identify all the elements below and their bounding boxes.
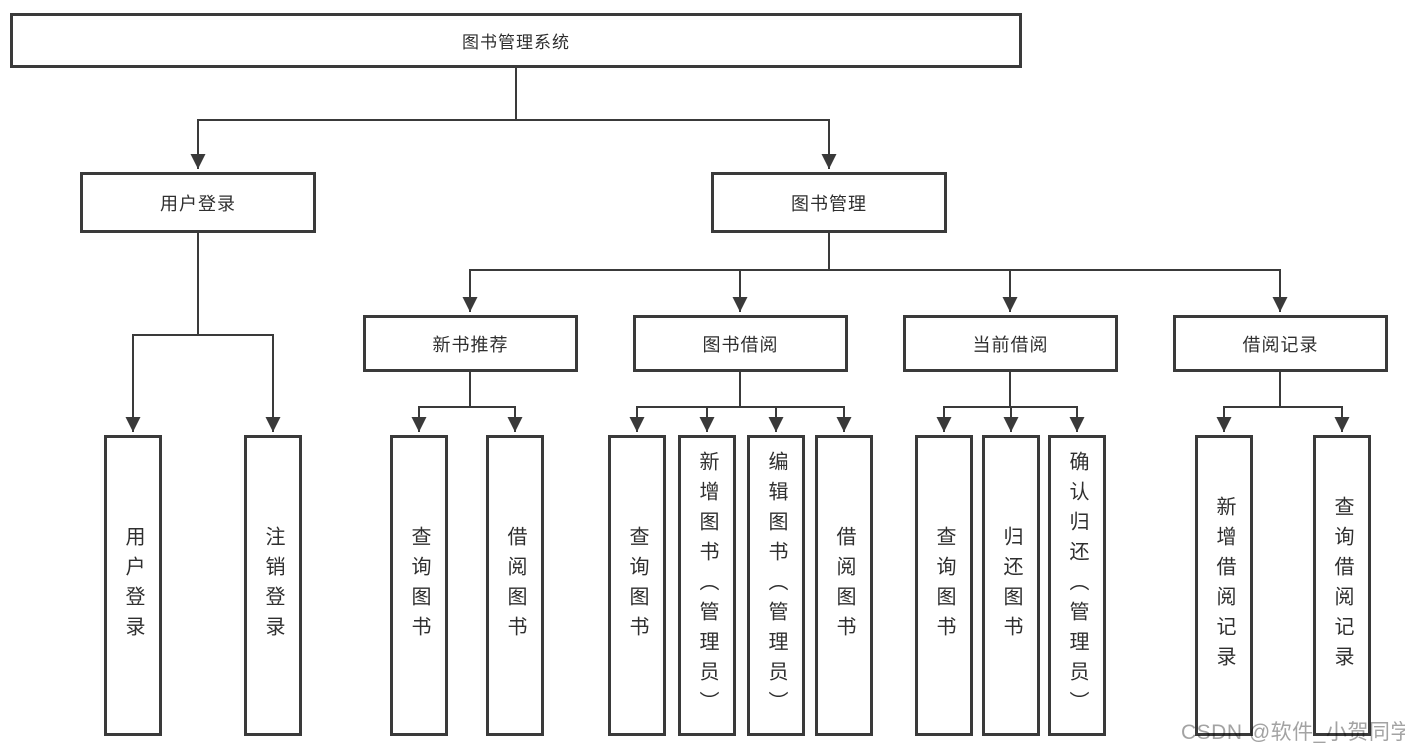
leaf-label: 新增借阅记录 [1213,495,1235,676]
leaf-query-books-2: 查询图书 [608,435,666,736]
leaf-logout: 注销登录 [244,435,302,736]
leaf-label: 新增图书（管理员） [696,450,718,721]
leaf-label: 确认归还（管理员） [1066,450,1088,721]
node-user-login: 用户登录 [80,172,316,233]
leaf-query-books-1: 查询图书 [390,435,448,736]
node-borrow-records: 借阅记录 [1173,315,1388,372]
node-current-borrow: 当前借阅 [903,315,1118,372]
leaf-confirm-return-admin: 确认归还（管理员） [1048,435,1106,736]
leaf-borrow-books-2: 借阅图书 [815,435,873,736]
leaf-label: 查询图书 [933,525,955,646]
leaf-query-books-3: 查询图书 [915,435,973,736]
leaf-borrow-books-1: 借阅图书 [486,435,544,736]
node-book-management: 图书管理 [711,172,947,233]
leaf-label: 借阅图书 [504,525,526,646]
leaf-label: 查询图书 [626,525,648,646]
leaf-user-login: 用户登录 [104,435,162,736]
node-new-book-recommend: 新书推荐 [363,315,578,372]
leaf-return-books: 归还图书 [982,435,1040,736]
node-root: 图书管理系统 [10,13,1022,68]
node-book-borrow: 图书借阅 [633,315,848,372]
leaf-label: 用户登录 [122,525,144,646]
leaf-label: 查询图书 [408,525,430,646]
leaf-label: 查询借阅记录 [1331,495,1353,676]
leaf-edit-books-admin: 编辑图书（管理员） [747,435,805,736]
leaf-label: 借阅图书 [833,525,855,646]
leaf-label: 编辑图书（管理员） [765,450,787,721]
leaf-query-borrow-record: 查询借阅记录 [1313,435,1371,736]
leaf-add-borrow-record: 新增借阅记录 [1195,435,1253,736]
csdn-watermark: CSDN @软件_小贺同学 [1181,721,1405,744]
leaf-label: 注销登录 [262,525,284,646]
leaf-add-books-admin: 新增图书（管理员） [678,435,736,736]
leaf-label: 归还图书 [1000,525,1022,646]
